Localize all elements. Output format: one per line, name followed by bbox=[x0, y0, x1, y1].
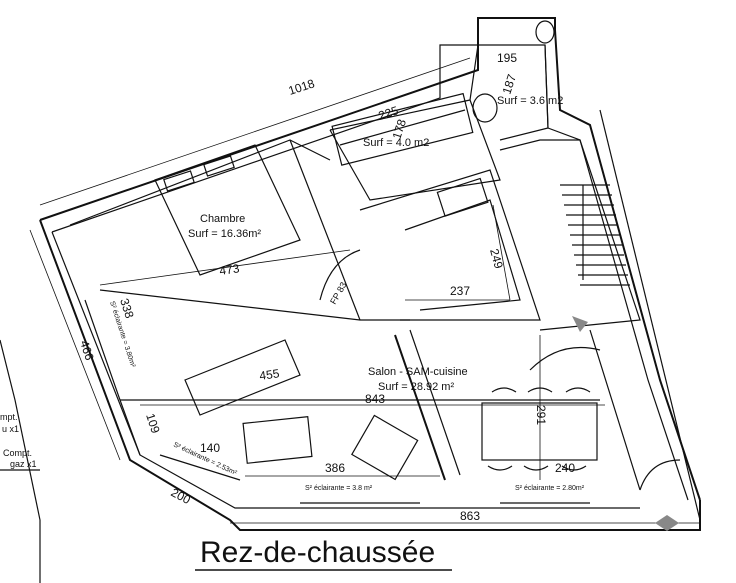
window-west bbox=[84, 299, 121, 401]
wall-diagonal-1 bbox=[394, 334, 446, 481]
dim-338: 338 bbox=[117, 297, 137, 321]
wall-kitchen bbox=[359, 169, 541, 321]
dim-187: 187 bbox=[500, 72, 520, 96]
chair-1 bbox=[491, 387, 517, 393]
wall-diagonal-2 bbox=[409, 329, 461, 476]
exterior-line-east bbox=[599, 109, 701, 521]
outer-wall-north-inner bbox=[51, 44, 478, 233]
washbasin-icon bbox=[472, 93, 498, 123]
dim-line-200 bbox=[129, 459, 231, 521]
dim-line-249 bbox=[492, 204, 511, 301]
staircase bbox=[560, 184, 630, 286]
dim-291: 291 bbox=[534, 405, 548, 425]
sofa bbox=[184, 339, 301, 416]
door-arc-bedroom bbox=[319, 249, 361, 301]
skylight-3: S² éclairante = 3.8 m² bbox=[305, 485, 373, 492]
bed bbox=[154, 144, 301, 276]
kitchen-sink-icon bbox=[436, 177, 489, 217]
pillow-1 bbox=[163, 170, 195, 192]
neighbor-gaz: gaz x1 bbox=[10, 459, 37, 469]
dim-473: 473 bbox=[218, 261, 240, 278]
room-sdb-haut-surface: Surf = 3.6 m2 bbox=[497, 95, 563, 107]
entry-arrow-icon bbox=[655, 515, 679, 531]
neighbor-wall bbox=[0, 339, 41, 583]
dim-109: 109 bbox=[143, 412, 163, 436]
outer-wall-east bbox=[554, 29, 701, 501]
dim-386: 386 bbox=[325, 461, 345, 475]
wall-bedroom-bottom bbox=[99, 289, 410, 321]
armchair bbox=[351, 414, 419, 481]
dim-843: 843 bbox=[365, 392, 385, 406]
plan-title: Rez-de-chaussée bbox=[200, 536, 435, 569]
dim-466: 466 bbox=[77, 339, 97, 363]
dim-line-1018 bbox=[39, 57, 471, 206]
chair-4 bbox=[487, 465, 513, 471]
room-salon-surface: Surf = 28.92 m² bbox=[378, 381, 454, 393]
room-sdb-surface: Surf = 4.0 m2 bbox=[363, 137, 429, 149]
dim-1018: 1018 bbox=[287, 76, 317, 98]
outer-wall-west bbox=[39, 219, 701, 531]
window-sw bbox=[159, 454, 241, 481]
fp-label: FP 83 bbox=[328, 280, 349, 306]
neighbor-eau: u x1 bbox=[2, 424, 19, 434]
neighbor-compt: mpt. bbox=[0, 412, 18, 422]
wall-salon-right bbox=[589, 329, 641, 491]
dim-225: 225 bbox=[377, 103, 401, 123]
wall-bedroom-right bbox=[289, 139, 361, 321]
wall-salon-left bbox=[119, 399, 141, 456]
pillow-2 bbox=[203, 155, 235, 177]
dim-200: 200 bbox=[169, 485, 194, 507]
door-arc-entry bbox=[639, 459, 681, 491]
toilet-icon bbox=[535, 20, 555, 44]
dim-line-473 bbox=[99, 249, 351, 286]
dining-table bbox=[481, 402, 598, 461]
wall-stair-area bbox=[499, 139, 641, 331]
dim-140: 140 bbox=[200, 441, 220, 455]
room-chambre-surface: Surf = 16.36m² bbox=[188, 228, 261, 240]
dim-249: 249 bbox=[487, 247, 506, 270]
stair-arrow-icon bbox=[572, 316, 588, 332]
chair-5 bbox=[523, 465, 549, 471]
outer-wall-west-inner bbox=[51, 231, 640, 509]
bathtub bbox=[331, 92, 474, 166]
dim-455: 455 bbox=[258, 366, 280, 383]
skylight-4: S² éclairante = 2.80m² bbox=[515, 485, 585, 492]
neighbor-compt2: Compt. bbox=[3, 448, 32, 458]
chair-3 bbox=[565, 387, 591, 393]
dim-237: 237 bbox=[450, 284, 470, 298]
dim-195: 195 bbox=[497, 51, 517, 65]
dim-line-466 bbox=[29, 229, 121, 461]
chair-6 bbox=[561, 465, 587, 471]
room-chambre-name: Chambre bbox=[200, 213, 245, 225]
dim-863: 863 bbox=[460, 509, 480, 523]
door-arc-salon bbox=[529, 346, 601, 371]
wall-bath bbox=[329, 99, 501, 201]
outer-wall-north bbox=[39, 17, 556, 221]
dim-240: 240 bbox=[555, 461, 575, 475]
coffee-table bbox=[242, 416, 313, 464]
bathtub-diag bbox=[339, 109, 466, 146]
wall-wc bbox=[469, 44, 549, 141]
dim-178: 178 bbox=[390, 117, 410, 141]
room-salon-name: Salon - SAM-cuisine bbox=[368, 366, 468, 378]
